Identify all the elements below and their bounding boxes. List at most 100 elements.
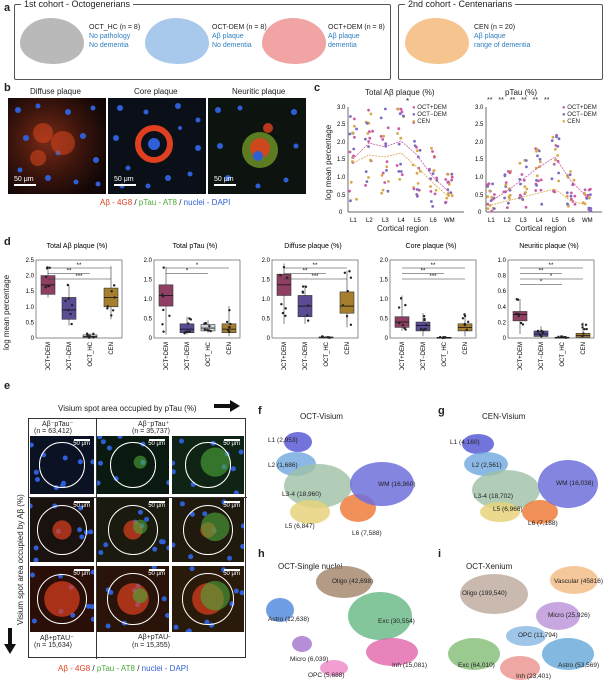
boxplot-frame [389, 259, 477, 339]
box-point [70, 322, 73, 326]
svg-text:2.5: 2.5 [337, 122, 346, 128]
box-point [466, 320, 470, 324]
q3-n: (n = 15,634) [34, 642, 72, 649]
box-point [225, 320, 229, 324]
scatter-point [450, 175, 454, 179]
box-point [348, 270, 351, 273]
scatter-point [450, 172, 454, 176]
scatter-point [444, 178, 448, 181]
sig-label: ** [421, 269, 426, 275]
panel-b-legend: Aβ - 4G8 / pTau - AT8 / nuclei - DAPI [100, 198, 230, 207]
scatter-point [415, 145, 418, 149]
scatter-point [573, 202, 577, 206]
scatter-point [348, 132, 352, 136]
visium-spot-tile: 50 μm [97, 498, 169, 562]
box-point [582, 332, 585, 335]
svg-text:WM: WM [582, 218, 593, 224]
box-body [512, 311, 528, 322]
box-point [583, 327, 586, 331]
panel-c-right-trend-plus [490, 156, 588, 202]
tile-scalebar-label: 50 μm [73, 441, 90, 447]
scatter-point [371, 129, 374, 133]
i-cluster-opc: OPC (11,794) [518, 632, 558, 639]
panel-e-grid-vline [96, 419, 97, 659]
visium-spot-tile: 50 μm [172, 498, 244, 562]
box-point [463, 323, 467, 327]
box-point [306, 319, 310, 322]
box-point [69, 312, 72, 316]
panel-c-right-points [486, 133, 593, 213]
scatter-point [589, 209, 593, 213]
svg-text:1.0: 1.0 [475, 175, 484, 181]
scatter-point [445, 196, 449, 200]
box-point [110, 289, 113, 293]
box-point [284, 307, 287, 310]
scatter-point [367, 140, 370, 143]
panel-c-left-legend: ● OCT+DEM ● OCT−DEM ● CEN [412, 105, 447, 126]
boxplot-tick: 1.0 [380, 297, 389, 303]
box-group-label: OCT_HC [324, 341, 330, 366]
boxplot-tick: 0 [385, 336, 389, 342]
micrograph-neuritic: 50 μm [208, 98, 306, 194]
visium-spot-ring [39, 442, 85, 488]
legend-c-left-plus: ● OCT+DEM [412, 105, 447, 111]
nucleus-dot [185, 629, 191, 632]
legend-sep-1: / [134, 198, 137, 207]
boxplot-tick: 2.0 [26, 274, 35, 280]
box-point [67, 308, 70, 312]
scatter-point [586, 193, 590, 197]
scatter-point [524, 205, 528, 209]
group-oct-hc-name: OCT_HC (n = 8) [89, 24, 141, 31]
scatter-point [571, 182, 575, 186]
scatter-point [352, 117, 356, 121]
legend-c-left-cen: ● CEN [412, 119, 430, 125]
group-cen-line2: range of dementia [474, 42, 531, 49]
scatter-point [379, 135, 383, 138]
svg-text:0: 0 [478, 210, 482, 216]
boxplot-tick: 1.0 [144, 297, 153, 303]
boxplot-tick: 2.0 [144, 258, 153, 264]
box-point [403, 326, 406, 330]
nucleus-dot [106, 445, 112, 451]
nucleus-dot [165, 612, 169, 618]
group-cen-name: CEN (n = 20) [474, 24, 516, 31]
nucleus-dot [88, 529, 94, 535]
scatter-point [364, 170, 368, 173]
scatter-point [540, 202, 544, 206]
scatter-point [447, 182, 451, 186]
scatter-point [369, 112, 373, 116]
scatter-point [412, 121, 416, 124]
scatter-point [418, 169, 422, 173]
scatter-point [539, 178, 543, 182]
scatter-point [364, 184, 367, 187]
scatter-point [552, 162, 556, 166]
box-point [88, 335, 92, 338]
svg-text:3.0: 3.0 [475, 105, 484, 111]
box-point [536, 330, 540, 333]
scalebar-core-label: 50 μm [114, 176, 134, 183]
box-point [557, 335, 560, 339]
box-point [226, 328, 230, 332]
scatter-point [557, 179, 561, 183]
nucleus-dot [90, 569, 94, 575]
tile-scalebar [224, 569, 240, 571]
panel-d-label: d [4, 236, 11, 248]
panel-i-label: i [438, 548, 442, 560]
box-group-label: OCT+DEM [46, 342, 52, 370]
sig-label: ** [77, 263, 82, 269]
box-point [438, 335, 442, 339]
title-neuritic: Neuritic plaque [232, 87, 286, 96]
nucleus-dot [240, 523, 244, 529]
visium-spot-tile: 50 μm [97, 566, 169, 632]
sig-label: * [550, 274, 553, 280]
q1-n: (n = 63,412) [34, 428, 72, 435]
visium-spot-ring [37, 574, 87, 624]
box-point [515, 312, 518, 315]
scalebar-diffuse [14, 184, 36, 186]
scatter-point [587, 188, 591, 192]
box-point [207, 329, 211, 332]
boxplot-tick: 1.5 [26, 289, 35, 295]
umap-oct-xenium [448, 566, 598, 680]
scatter-point [534, 189, 538, 192]
f-cluster-l2: L2 (1,686) [268, 462, 298, 469]
